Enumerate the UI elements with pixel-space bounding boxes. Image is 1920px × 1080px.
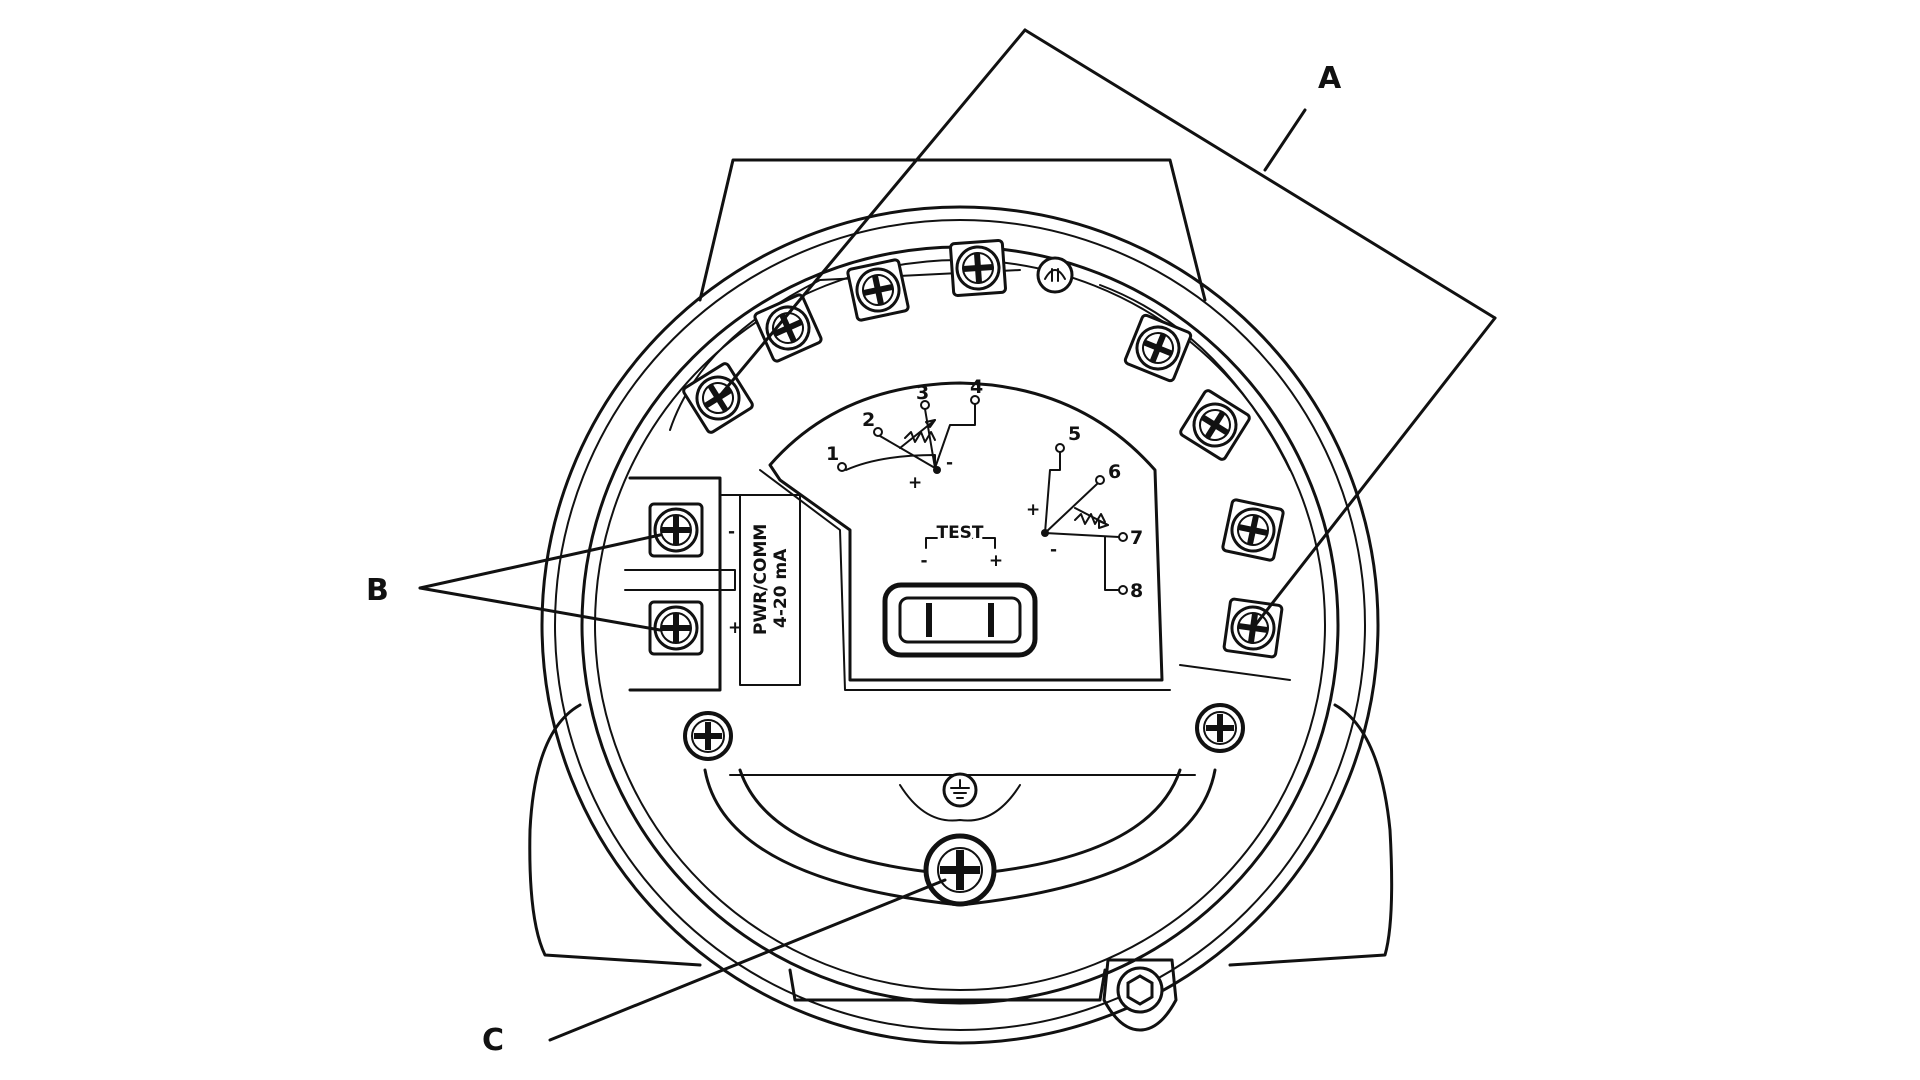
- pwr-range-label: 4-20 mA: [771, 548, 791, 628]
- terminal-number-3: 3: [916, 382, 929, 404]
- sensor-wiring-2: [1041, 443, 1128, 595]
- pwr-plus: +: [728, 618, 742, 638]
- sensor1-minus: -: [946, 453, 953, 473]
- callout-b-leaders: [418, 533, 662, 632]
- pwr-comm-label: PWR/COMM: [751, 524, 771, 635]
- terminal-screw-right-1[interactable]: [1122, 312, 1194, 384]
- ground-symbol-icon: [942, 772, 978, 808]
- pwr-minus: -: [728, 522, 735, 542]
- callout-c-leader: [548, 878, 947, 1042]
- outer-bezel: [540, 205, 1380, 1045]
- terminal-number-6: 6: [1108, 461, 1121, 483]
- terminal-screw-right-2[interactable]: [1177, 387, 1253, 463]
- terminal-number-5: 5: [1068, 423, 1081, 445]
- callout-c: C: [482, 1023, 504, 1058]
- housing-conduit-right: [1228, 703, 1394, 967]
- mounting-screw-icon[interactable]: [1195, 703, 1245, 753]
- test-terminals[interactable]: [882, 582, 1038, 658]
- pwr-comm-block: [624, 476, 801, 692]
- test-bracket: [925, 537, 996, 549]
- callout-a-leaders: [716, 28, 1497, 630]
- terminal-number-2: 2: [862, 409, 875, 431]
- terminal-number-7: 7: [1130, 527, 1143, 549]
- terminal-number-4: 4: [970, 376, 983, 398]
- terminal-screw-left-4[interactable]: [948, 238, 1008, 298]
- ground-terminal-screw[interactable]: [923, 833, 997, 907]
- sensor1-plus: +: [908, 473, 922, 493]
- terminal-block: [669, 269, 1291, 681]
- terminal-number-8: 8: [1130, 580, 1143, 602]
- sensor2-minus: -: [1050, 540, 1057, 560]
- hex-bolt-icon: [1102, 958, 1178, 1032]
- terminal-screw-left-2[interactable]: [752, 292, 824, 364]
- callout-b: B: [366, 573, 389, 608]
- test-plus: +: [989, 551, 1003, 571]
- test-minus: -: [920, 551, 927, 571]
- outer-bezel-inner: [554, 219, 1366, 1031]
- pwr-terminal-screw-plus[interactable]: [648, 600, 704, 656]
- sensor-wiring-1: [837, 395, 980, 474]
- mounting-screw-icon[interactable]: [683, 711, 733, 761]
- terminal-number-1: 1: [826, 443, 839, 465]
- terminal-screw-left-3[interactable]: [845, 257, 911, 323]
- callout-a: A: [1318, 61, 1342, 96]
- housing-top-neck: [698, 158, 1207, 302]
- pwr-terminal-screw-minus[interactable]: [648, 502, 704, 558]
- housing-base: [788, 968, 1107, 1002]
- test-label: TEST: [936, 523, 983, 543]
- terminal-screw-right-3[interactable]: [1220, 497, 1286, 563]
- ground-screw-icon[interactable]: [1036, 256, 1074, 294]
- sensor2-plus: +: [1026, 500, 1040, 520]
